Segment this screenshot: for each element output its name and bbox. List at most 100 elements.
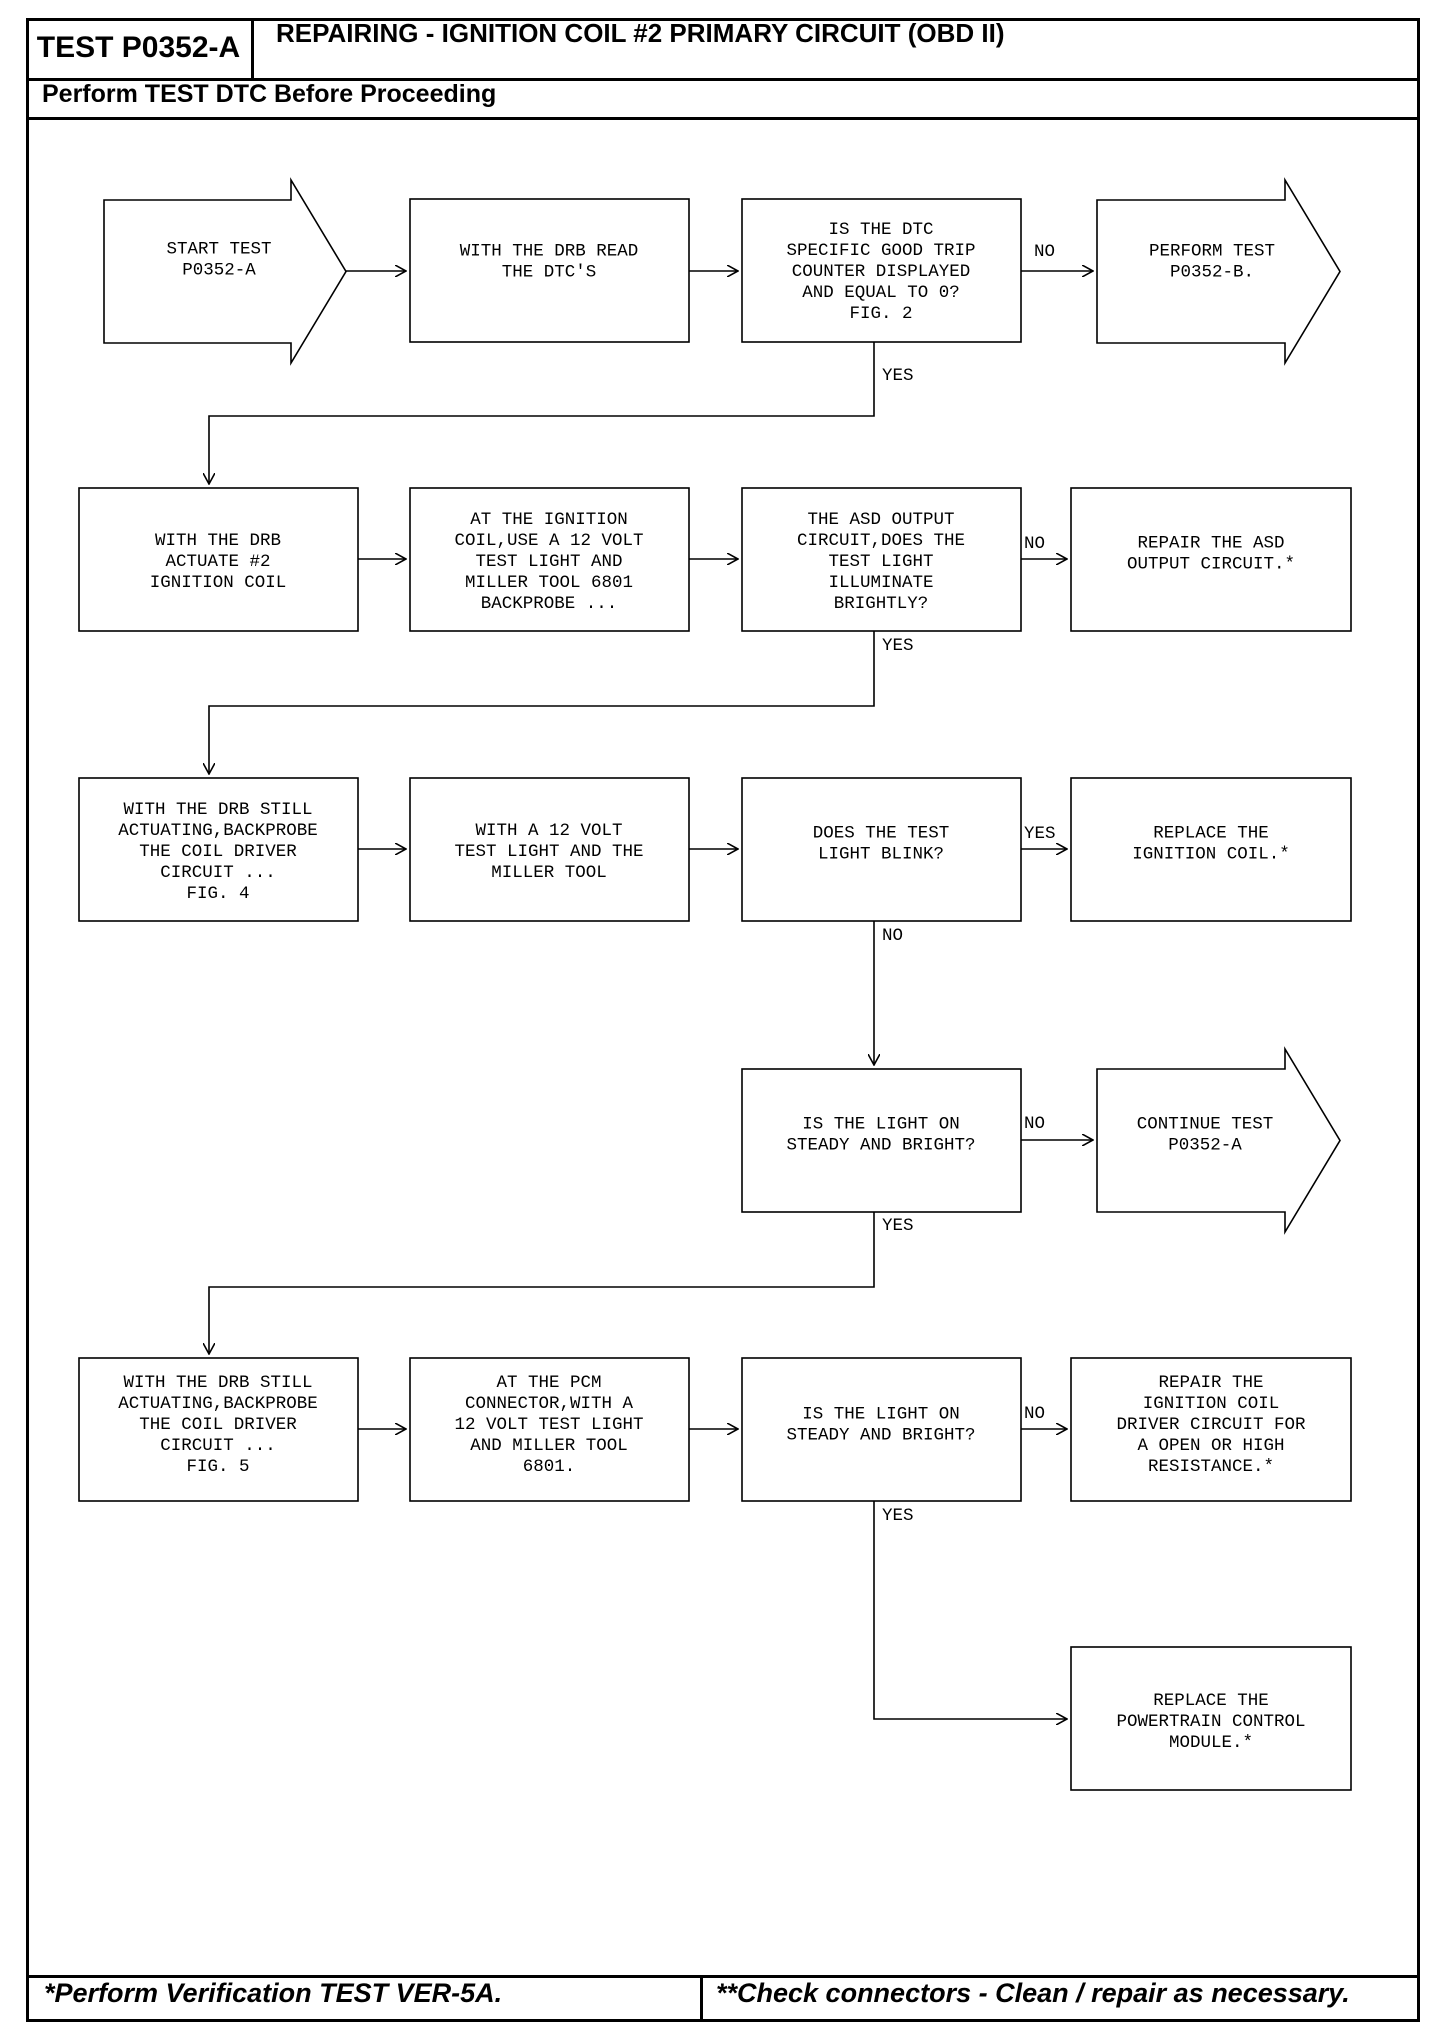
flow-branch-label-yes-steady-2: YES — [882, 1506, 914, 1526]
flow-text-line: WITH THE DRB STILL — [123, 800, 312, 820]
flow-text-line: AND EQUAL TO 0? — [802, 283, 960, 303]
flow-text-line: COUNTER DISPLAYED — [792, 262, 971, 282]
flow-text-line: DRIVER CIRCUIT FOR — [1116, 1415, 1306, 1435]
header-divider — [26, 78, 1420, 81]
flow-text-line: SPECIFIC GOOD TRIP — [786, 241, 975, 261]
flow-box-backprobe-asd — [409, 487, 690, 632]
flow-text-line: WITH A 12 VOLT — [475, 821, 622, 841]
flow-text-line: MILLER TOOL — [491, 863, 607, 883]
flow-text-line: STEADY AND BRIGHT? — [786, 1136, 975, 1156]
flow-text-line: IS THE LIGHT ON — [802, 1115, 960, 1135]
header-divider-2 — [26, 117, 1420, 120]
flow-branch-label-no-asd: NO — [1024, 534, 1045, 554]
flow-box-q-steady-1 — [741, 1068, 1022, 1213]
flow-branch-label-no-blink: NO — [882, 926, 903, 946]
flow-text-line: ILLUMINATE — [828, 573, 933, 593]
flow-text-line: LIGHT BLINK? — [818, 845, 944, 865]
flow-box-test-light-miller — [409, 777, 690, 922]
flow-text-line: IS THE DTC — [828, 220, 933, 240]
flow-text-line: WITH THE DRB — [155, 531, 281, 551]
flow-text-line: FIG. 2 — [849, 304, 912, 324]
flow-text-line: 12 VOLT TEST LIGHT — [454, 1415, 643, 1435]
flow-text-line: TEST LIGHT AND — [475, 552, 622, 572]
flow-text-line: ACTUATING,BACKPROBE — [118, 821, 318, 841]
flow-text-line: MILLER TOOL 6801 — [465, 573, 633, 593]
flow-text-line: FIG. 4 — [186, 884, 249, 904]
flow-text-line: WITH THE DRB READ — [460, 242, 639, 262]
flow-connector — [209, 342, 875, 484]
flow-text-line: AND MILLER TOOL — [470, 1436, 628, 1456]
flow-box-replace-pcm — [1070, 1646, 1352, 1791]
flow-box-q-blink — [741, 777, 1022, 922]
page-frame — [26, 18, 1420, 2022]
flow-text-line: REPLACE THE — [1153, 1691, 1269, 1711]
flow-text-line: CIRCUIT ... — [160, 1436, 276, 1456]
flow-branch-label-yes-steady-1: YES — [882, 1216, 914, 1236]
flow-text-line: THE DTC'S — [502, 263, 597, 283]
test-id-label: TEST P0352-A — [26, 18, 254, 78]
flow-text-line: WITH THE DRB STILL — [123, 1373, 312, 1393]
flow-text-line: CIRCUIT ... — [160, 863, 276, 883]
page-subtitle: Perform TEST DTC Before Proceeding — [42, 80, 497, 108]
flow-text-line: TEST LIGHT — [828, 552, 933, 572]
flow-text-line: IGNITION COIL.* — [1132, 845, 1290, 865]
flow-text-line: RESISTANCE.* — [1148, 1457, 1274, 1477]
flow-text-line: POWERTRAIN CONTROL — [1116, 1712, 1305, 1732]
flow-branch-label-no-steady-1: NO — [1024, 1114, 1045, 1134]
flow-text-line: MODULE.* — [1169, 1733, 1253, 1753]
flow-text-line: A OPEN OR HIGH — [1137, 1436, 1284, 1456]
flow-text-line: 6801. — [523, 1457, 576, 1477]
flow-text-line: ACTUATE #2 — [165, 552, 270, 572]
flow-box-q-trip-counter — [741, 198, 1022, 343]
flow-text-line: IGNITION COIL — [150, 573, 287, 593]
flow-box-replace-coil — [1070, 777, 1352, 922]
flow-text-line: STEADY AND BRIGHT? — [786, 1426, 975, 1446]
flow-text-line: THE COIL DRIVER — [139, 1415, 297, 1435]
footer-divider — [26, 1975, 1420, 1978]
flow-text-line: CONNECTOR,WITH A — [465, 1394, 634, 1414]
flow-text-line: CIRCUIT,DOES THE — [797, 531, 965, 551]
footer-note-verification: *Perform Verification TEST VER-5A. — [44, 1978, 503, 2008]
flow-branch-label-yes-blink: YES — [1024, 824, 1056, 844]
flow-connector — [209, 1212, 875, 1354]
footer-note-connectors: **Check connectors - Clean / repair as n… — [716, 1978, 1350, 2008]
flow-branch-label-yes-asd: YES — [882, 636, 914, 656]
page-title: REPAIRING - IGNITION COIL #2 PRIMARY CIR… — [276, 18, 1005, 48]
flow-text-line: START TEST — [166, 240, 271, 260]
flow-text-line: TEST LIGHT AND THE — [454, 842, 643, 862]
flow-arrow-continue-a — [1096, 1046, 1341, 1235]
flow-text-line: AT THE PCM — [496, 1373, 601, 1393]
flow-branch-label-no-trip: NO — [1034, 242, 1055, 262]
flow-text-line: REPAIR THE ASD — [1137, 534, 1284, 554]
flow-text-line: COIL,USE A 12 VOLT — [454, 531, 643, 551]
flow-box-repair-asd — [1070, 487, 1352, 632]
flow-branch-label-yes-trip: YES — [882, 366, 914, 386]
flow-text-line: P0352-A — [1168, 1136, 1242, 1156]
flow-text-line: BACKPROBE ... — [481, 594, 618, 614]
flow-box-read-dtc — [409, 198, 690, 343]
flow-box-repair-driver — [1070, 1357, 1352, 1502]
flow-text-line: P0352-B. — [1170, 263, 1254, 283]
flow-box-pcm-connector — [409, 1357, 690, 1502]
flow-text-line: REPAIR THE — [1158, 1373, 1263, 1393]
flow-text-line: IGNITION COIL — [1143, 1394, 1280, 1414]
flow-branch-label-no-steady-2: NO — [1024, 1404, 1045, 1424]
flow-arrow-perform-b — [1096, 177, 1341, 366]
flow-text-line: ACTUATING,BACKPROBE — [118, 1394, 318, 1414]
